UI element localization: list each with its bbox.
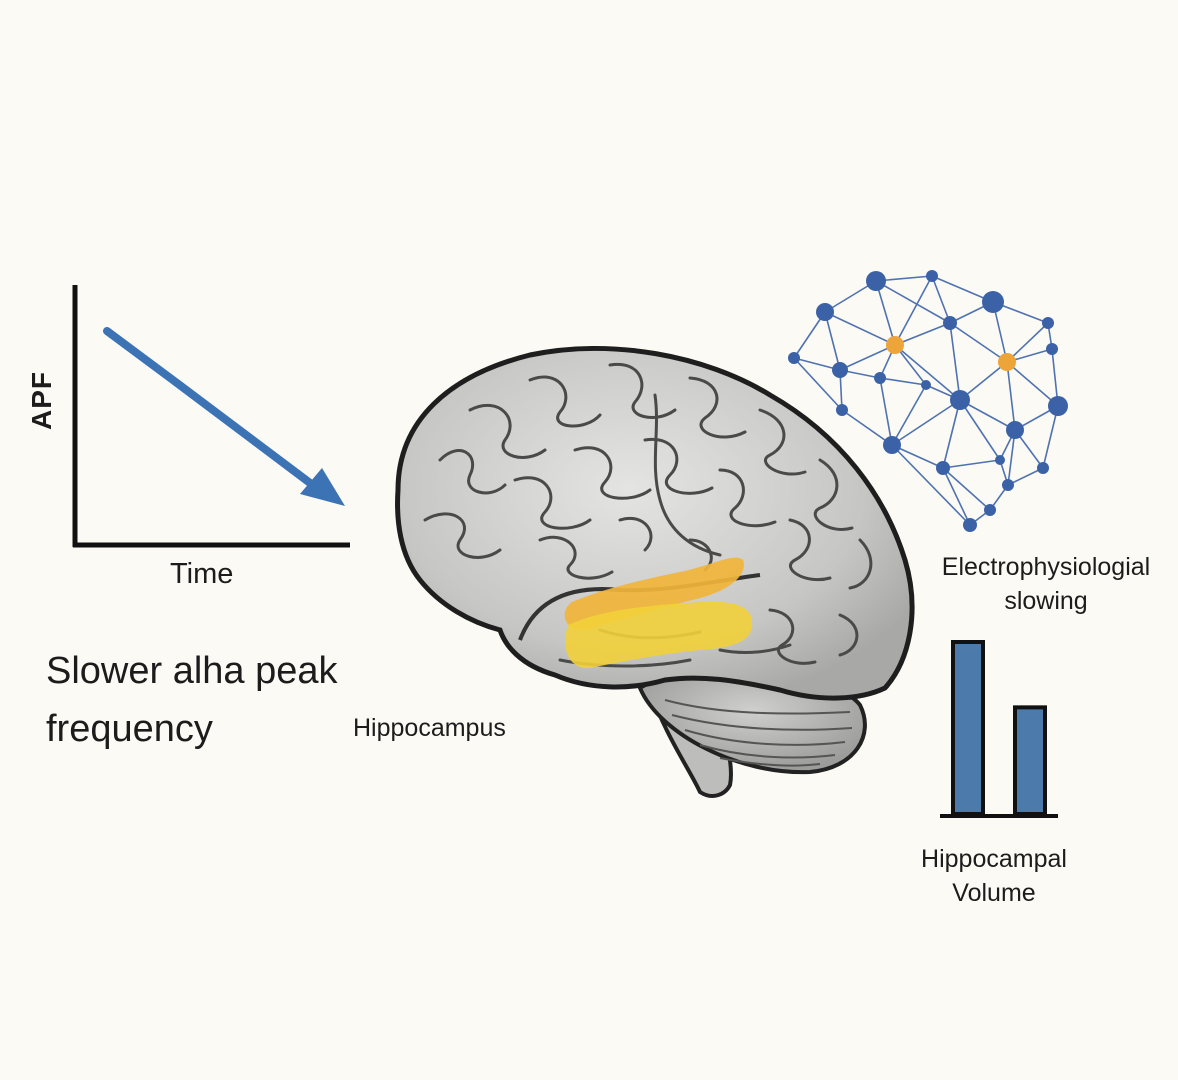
network-node	[836, 404, 848, 416]
network-node	[926, 270, 938, 282]
network-edge	[1006, 361, 1059, 407]
network-node	[874, 372, 886, 384]
network-edge	[894, 275, 933, 346]
network-node	[1042, 317, 1054, 329]
network-node	[883, 436, 901, 454]
network-edge	[1006, 322, 1049, 363]
network-node	[995, 455, 1005, 465]
network-node	[1006, 421, 1024, 439]
network-edge	[949, 322, 1008, 363]
network-node	[921, 380, 931, 390]
apf-trend-plot	[72, 285, 350, 548]
network-edge	[824, 311, 841, 371]
network-node	[1046, 343, 1058, 355]
hippocampus-label: Hippocampus	[353, 714, 506, 742]
network-edge	[894, 322, 951, 346]
network-node	[984, 504, 996, 516]
network-node	[866, 271, 886, 291]
hippocampus-highlight-upper	[564, 557, 744, 631]
network-edge	[891, 444, 944, 469]
network-edge	[839, 344, 896, 371]
time-axis-label: Time	[170, 558, 234, 590]
network-edge	[1007, 429, 1016, 486]
network-node	[943, 316, 957, 330]
network-node-highlighted	[886, 336, 904, 354]
network-edge	[942, 467, 991, 511]
network-edge	[841, 409, 893, 446]
network-node	[1037, 462, 1049, 474]
network-edge	[931, 275, 994, 303]
electrophysiological-slowing-label: Electrophysiologial slowing	[941, 553, 1151, 615]
network-edge	[891, 384, 927, 446]
apf-caption: Slower alha peak frequency	[46, 650, 338, 750]
network-node	[816, 303, 834, 321]
eeg-network-graph	[788, 270, 1068, 532]
declining-trend-arrow	[103, 327, 326, 496]
network-node	[950, 390, 970, 410]
network-edge	[1042, 405, 1059, 469]
network-node	[982, 291, 1004, 313]
network-edge	[942, 459, 1001, 469]
network-edge	[891, 444, 971, 526]
hippocampus-highlight-lower	[565, 601, 753, 669]
network-node	[788, 352, 800, 364]
network-node	[963, 518, 977, 532]
network-node-highlighted	[998, 353, 1016, 371]
brain-illustration	[395, 345, 915, 798]
apf-axis-label: APF	[26, 371, 57, 430]
volume-bar-1	[951, 640, 985, 816]
network-edge	[875, 280, 896, 346]
network-edge	[959, 399, 1016, 431]
network-edge	[793, 311, 826, 359]
trend-arrow-head	[300, 468, 345, 506]
volume-bar-2	[1013, 705, 1047, 816]
network-edge	[875, 280, 951, 324]
network-edge	[894, 344, 961, 401]
network-node	[1048, 396, 1068, 416]
network-edge	[942, 399, 961, 469]
network-edge	[959, 361, 1008, 401]
network-edge	[1006, 361, 1016, 431]
network-edge	[1007, 467, 1044, 486]
network-edge	[949, 322, 961, 401]
network-node	[936, 461, 950, 475]
network-edge	[879, 377, 927, 386]
network-edge	[942, 467, 971, 526]
network-node	[832, 362, 848, 378]
network-edge	[931, 275, 951, 324]
network-edge	[891, 399, 961, 446]
network-edge	[824, 311, 896, 346]
network-node	[1002, 479, 1014, 491]
network-edge	[793, 357, 843, 411]
network-edge	[879, 377, 893, 446]
hippocampal-volume-label: Hippocampal Volume	[921, 845, 1067, 907]
network-edge	[959, 399, 1001, 461]
hippocampal-volume-chart	[940, 640, 1058, 818]
